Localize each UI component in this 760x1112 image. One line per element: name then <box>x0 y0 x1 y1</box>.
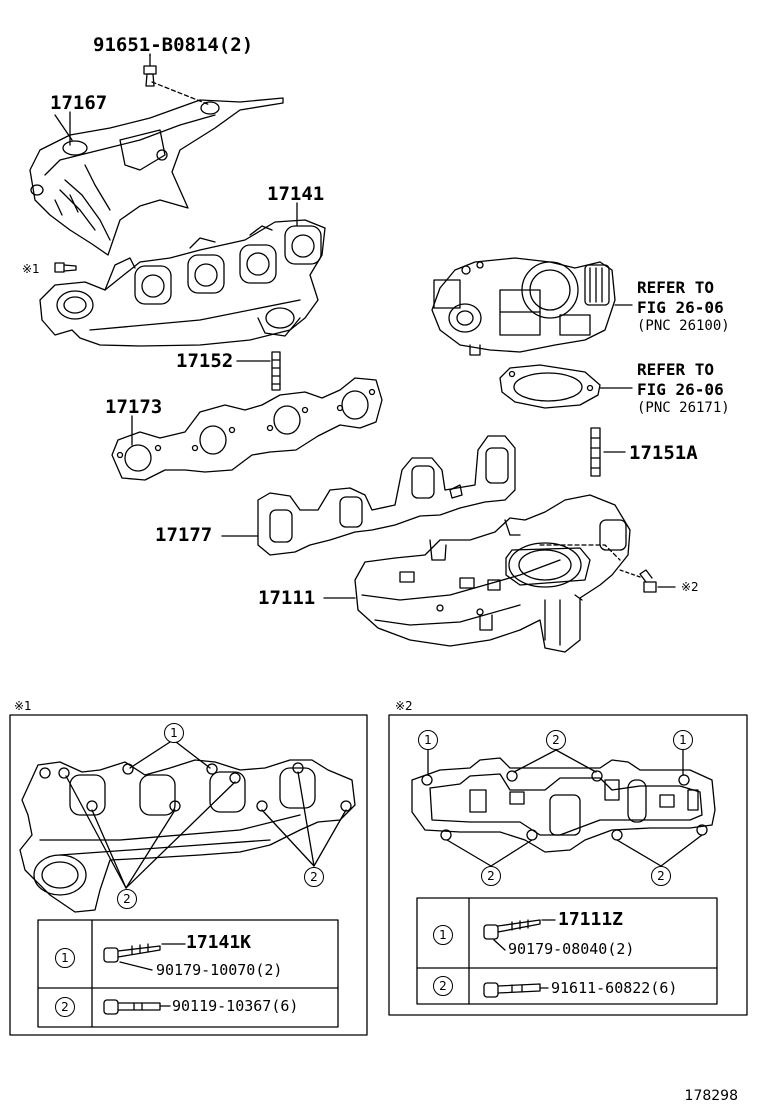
detail1-legend-key-1: 1 <box>55 948 75 968</box>
detail2-legend-key-2: 2 <box>433 976 453 996</box>
intake-gasket-drawing <box>221 435 516 556</box>
detail2-part-row2: 91611-60822(6) <box>551 979 678 997</box>
refer-line2: FIG 26-06 <box>637 298 724 317</box>
detail1-part-row2: 90119-10367(6) <box>172 997 299 1015</box>
stud-intake-drawing <box>590 427 626 477</box>
exhaust-manifold-drawing <box>39 219 326 347</box>
label-stud-exhaust: 17152 <box>176 350 234 372</box>
detail2-callout-2-top: 2 <box>546 730 566 750</box>
detail1-box <box>9 714 368 1036</box>
detail1-legend-key-2: 2 <box>55 997 75 1017</box>
detail1-callout-1: 1 <box>164 723 184 743</box>
note2-mark-main: ※2 <box>681 580 699 594</box>
label-heat-insulator: 17167 <box>50 92 108 114</box>
detail2-legend-key-1: 1 <box>433 925 453 945</box>
refer-line2: FIG 26-06 <box>637 380 724 399</box>
detail2-mark: ※2 <box>395 699 413 713</box>
refer-pnc: (PNC 26100) <box>637 318 730 334</box>
detail2-part-row1: 90179-08040(2) <box>508 940 635 958</box>
label-exhaust-manifold: 17141 <box>267 183 325 205</box>
throttle-gasket-drawing <box>499 364 633 409</box>
detail1-mark: ※1 <box>14 699 32 713</box>
label-stud-intake: 17151A <box>629 442 698 464</box>
bolt-top-drawing <box>143 54 211 106</box>
detail1-kit-number: 17141K <box>186 932 252 953</box>
detail2-kit-number: 17111Z <box>558 909 624 930</box>
label-bolt-top: 91651-B0814(2) <box>93 34 254 56</box>
refer-line1: REFER TO <box>637 278 715 297</box>
detail2-callout-1-right: 1 <box>673 730 693 750</box>
detail2-callout-2-right: 2 <box>651 866 671 886</box>
refer-block-throttle-gasket: REFER TO FIG 26-06 (PNC 26171) <box>637 360 730 418</box>
detail1-callout-2-right: 2 <box>304 867 324 887</box>
label-intake-manifold: 17111 <box>258 587 316 609</box>
refer-pnc: (PNC 26171) <box>637 400 730 416</box>
intake-manifold-drawing <box>323 494 676 653</box>
detail2-callout-2-left: 2 <box>481 866 501 886</box>
detail2-box <box>388 714 748 1016</box>
note1-mark-main: ※1 <box>22 262 40 276</box>
detail2-callout-1-left: 1 <box>418 730 438 750</box>
label-exhaust-gasket: 17173 <box>105 396 163 418</box>
detail1-callout-2-left: 2 <box>117 889 137 909</box>
exhaust-gasket-drawing <box>111 377 383 481</box>
heat-insulator-drawing <box>29 97 284 256</box>
stud-exhaust-drawing <box>271 351 281 391</box>
refer-line1: REFER TO <box>637 360 715 379</box>
figure-number: 178298 <box>684 1088 738 1104</box>
label-intake-gasket: 17177 <box>155 524 213 546</box>
throttle-body-drawing <box>431 257 633 356</box>
detail1-part-row1: 90179-10070(2) <box>156 961 283 979</box>
refer-block-throttle-body: REFER TO FIG 26-06 (PNC 26100) <box>637 278 730 336</box>
